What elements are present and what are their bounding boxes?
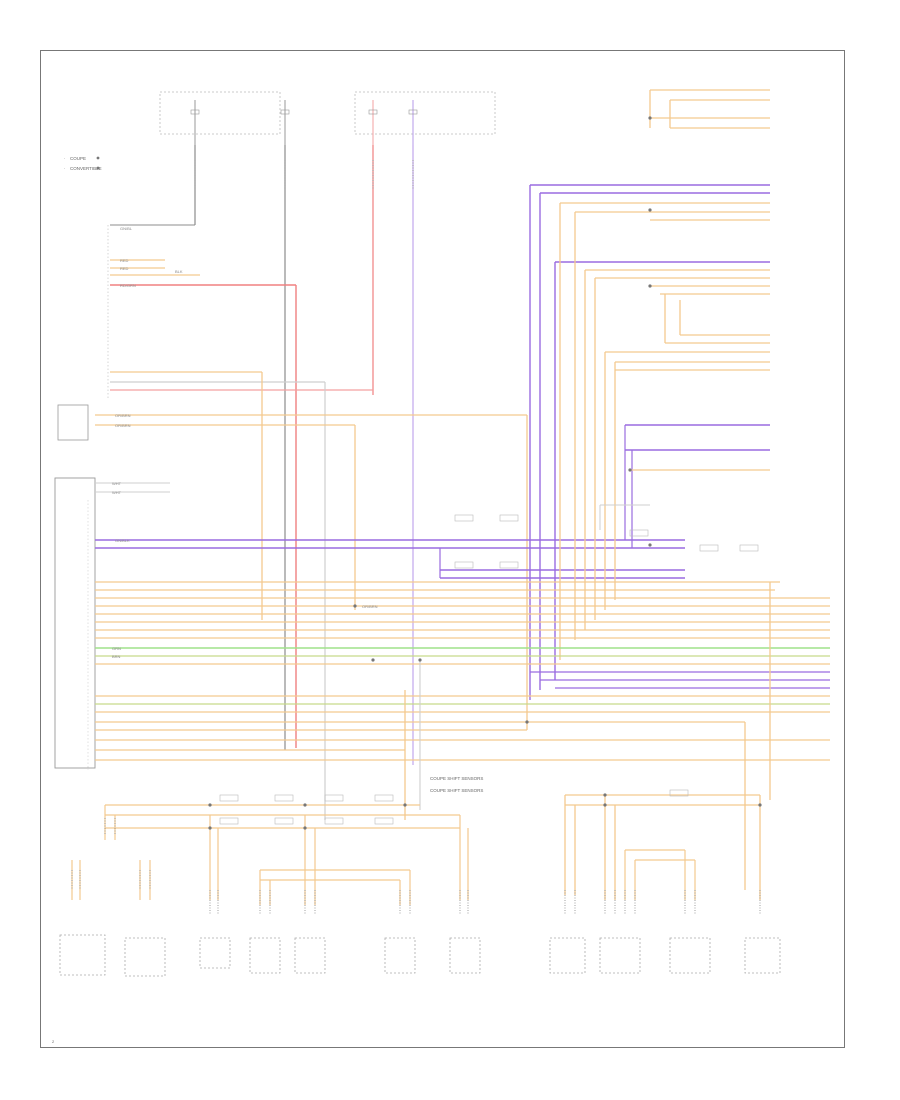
- main-horizontal-wires: [95, 581, 830, 890]
- svg-text:·: ·: [64, 156, 66, 161]
- wire-label: BRN: [112, 654, 121, 659]
- left-short-wires: [110, 259, 373, 820]
- legend-item-coupe: COUPE: [70, 156, 86, 161]
- bottom-notes: COUPE SHIFT SENSORS COUPE SHIFT SENSORS: [430, 776, 483, 793]
- wire-label: WHT: [112, 490, 122, 495]
- connector-ticks: [71, 160, 761, 915]
- fuse-box: [159, 91, 496, 145]
- splice-dots: [96, 116, 762, 830]
- fuse-icon: [190, 109, 418, 115]
- right-wire-bundle: [559, 89, 770, 660]
- wire-label: GRN: [112, 646, 121, 651]
- wire-label: WHT: [112, 481, 122, 486]
- module-bus-wires: [95, 414, 528, 730]
- page-number: 2: [52, 1039, 55, 1044]
- legend-item-convertible: CONVERTIBLE: [70, 166, 102, 171]
- svg-text:·: ·: [64, 166, 66, 171]
- sensor-bus: [71, 794, 761, 905]
- diagram-frame: [40, 50, 845, 1048]
- wire-labels: GN/BL RED RED BLK RD/GRN OR/BRN OR/BRN G…: [112, 226, 378, 659]
- wire-label: RED: [120, 266, 129, 271]
- bottom-components: [59, 934, 781, 977]
- wire-label: RED: [120, 258, 129, 263]
- note-coupe-shift-2: COUPE SHIFT SENSORS: [430, 788, 483, 793]
- wire-label: OR/BRN: [115, 423, 131, 428]
- note-coupe-shift-1: COUPE SHIFT SENSORS: [430, 776, 483, 781]
- wire-label: RD/GRN: [120, 283, 136, 288]
- left-module: [54, 225, 109, 770]
- wire-label: OR/BRN: [115, 413, 131, 418]
- wire-label: GN/BL: [120, 226, 133, 231]
- wire-label: BLK: [175, 269, 183, 274]
- wire-label: OR/BRN: [362, 604, 378, 609]
- inline-connectors: [219, 514, 759, 825]
- legend: · · COUPE CONVERTIBLE: [64, 156, 102, 171]
- wire-label: GN/BLK: [115, 538, 130, 543]
- can-bus: [95, 184, 770, 700]
